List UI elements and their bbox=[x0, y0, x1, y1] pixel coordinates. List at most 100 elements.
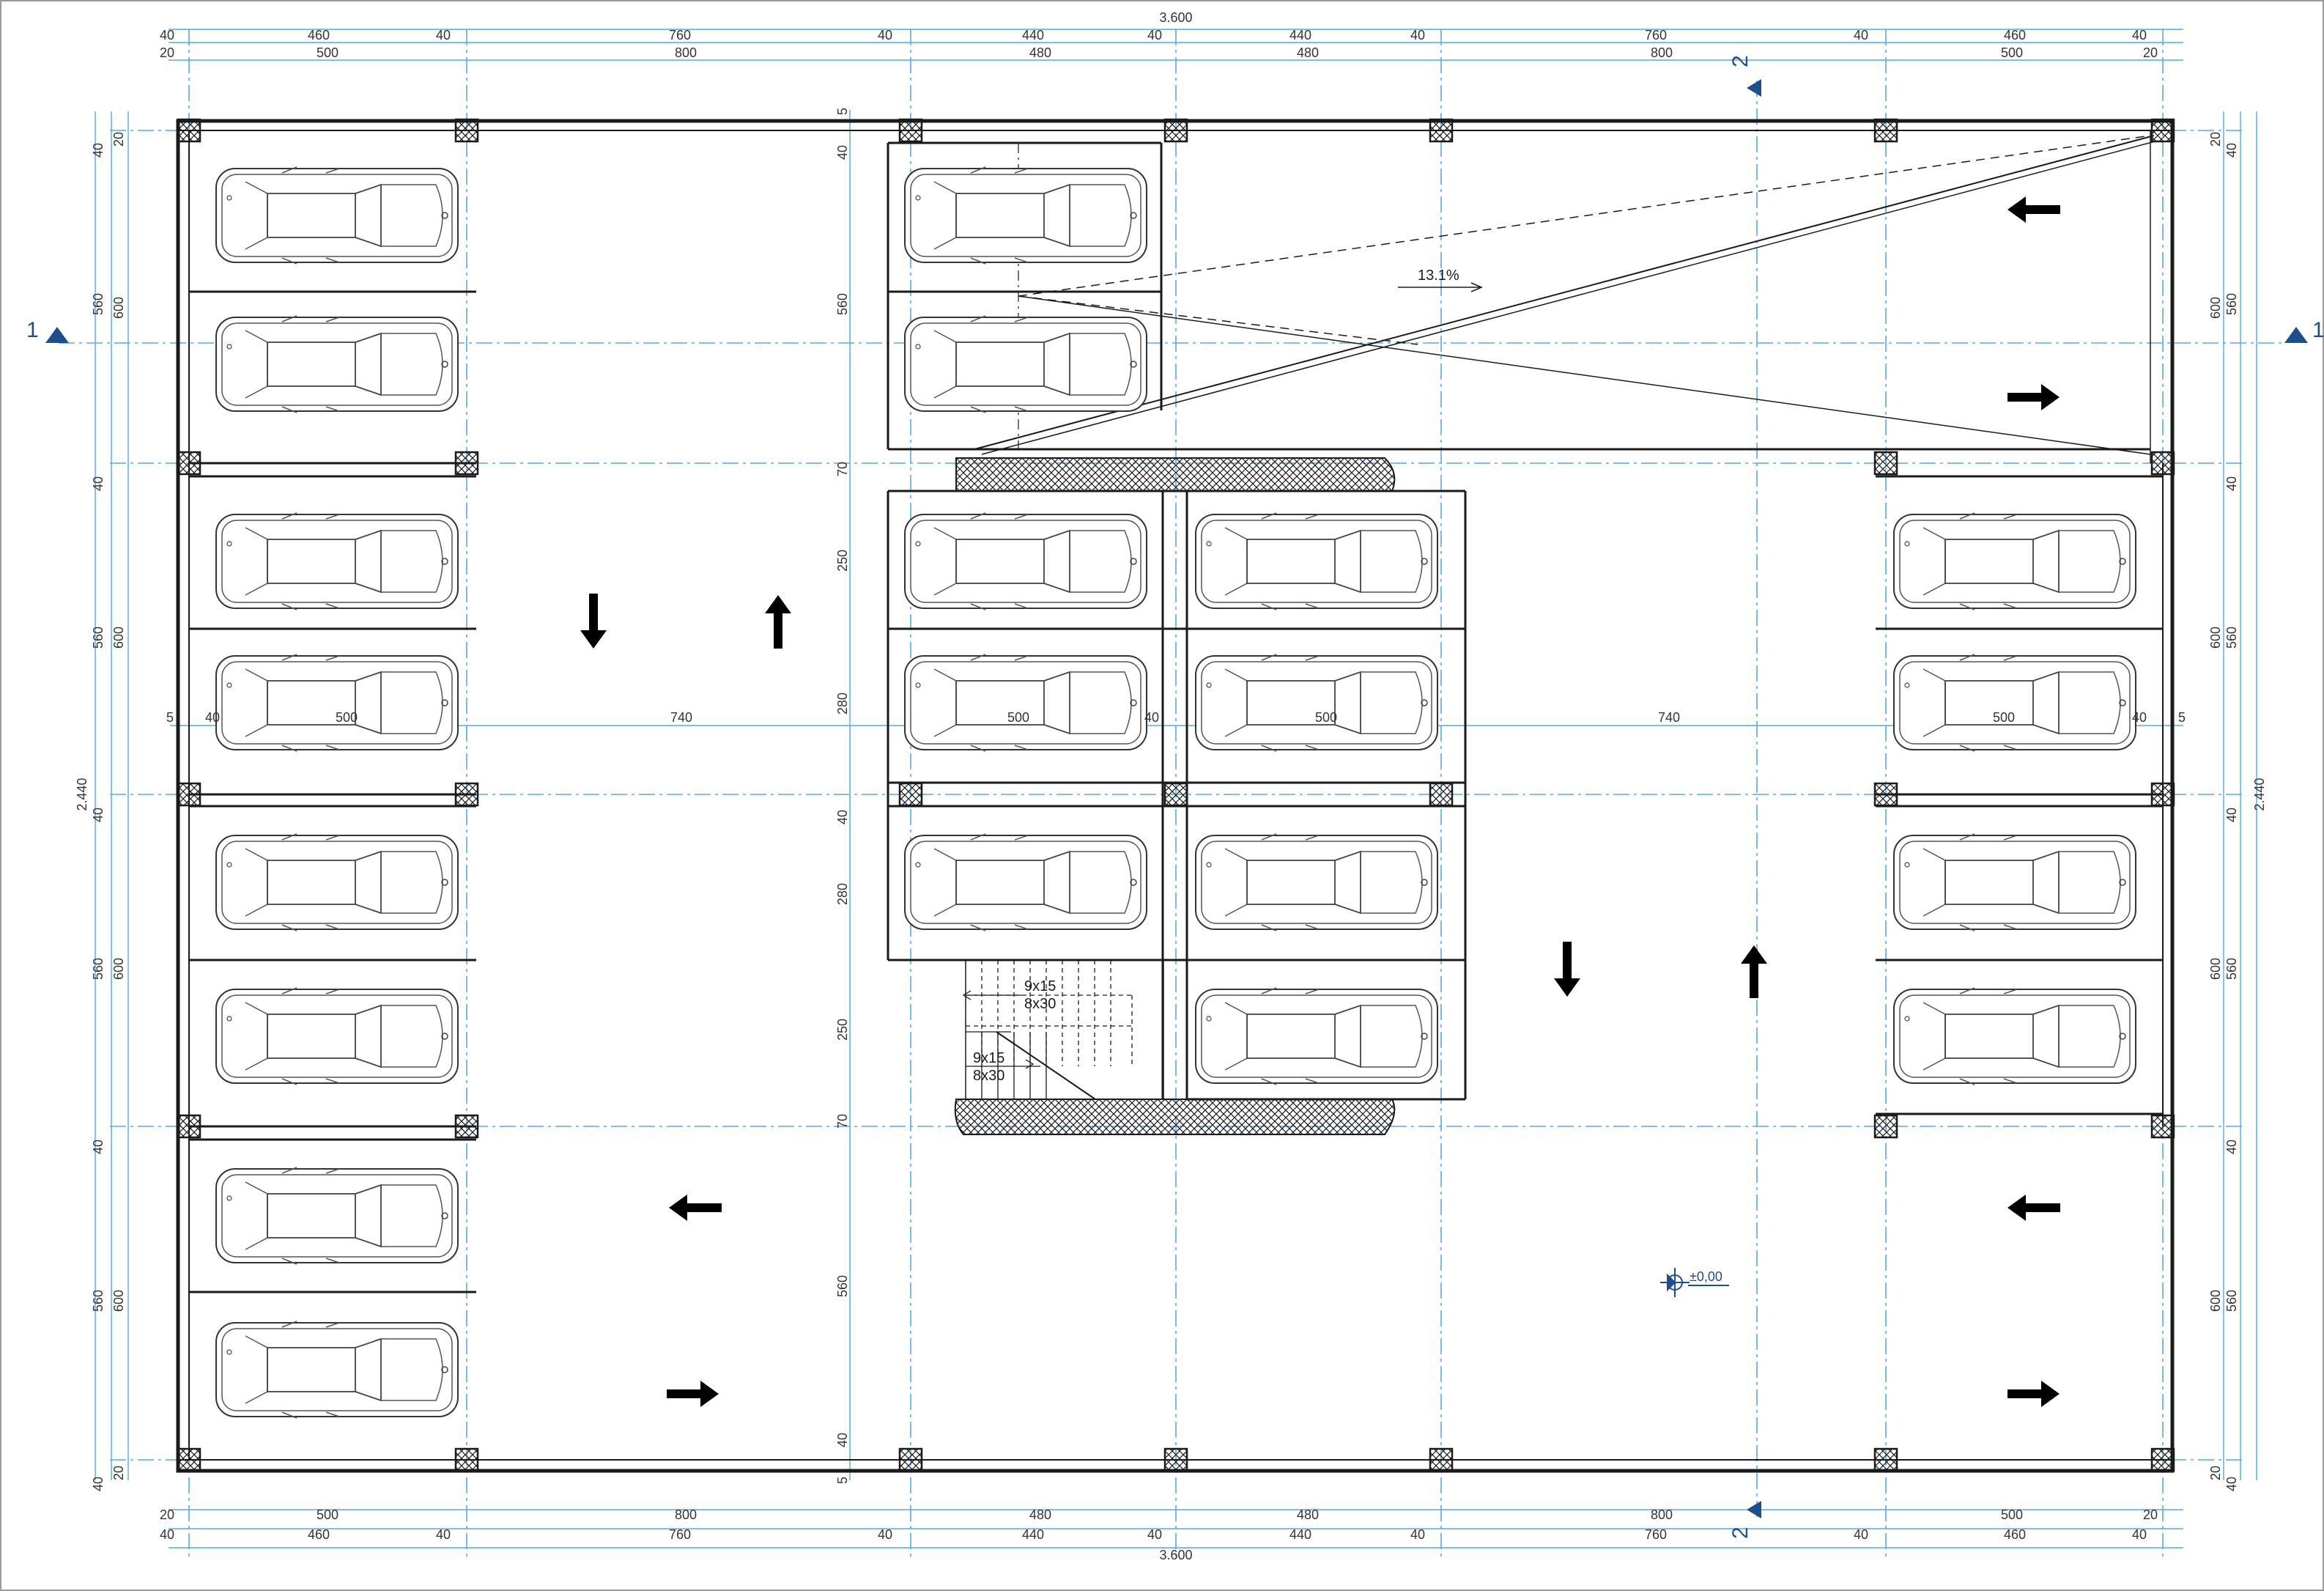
dim-mid-horizontal: 5 bbox=[166, 710, 174, 725]
section-marker-icon bbox=[1747, 79, 1761, 97]
car-icon bbox=[1893, 987, 2136, 1085]
dim-mid-horizontal: 740 bbox=[670, 710, 692, 725]
stair-label-lower-treads: 8x30 bbox=[973, 1068, 1004, 1084]
dim-mid-vertical: 5 bbox=[835, 1477, 850, 1484]
dim-left-inner: 600 bbox=[111, 1290, 126, 1312]
car-icon bbox=[1195, 987, 1438, 1085]
arrow-down-icon bbox=[580, 594, 607, 649]
car-icon bbox=[1195, 512, 1438, 610]
dim-bottom-row1: 480 bbox=[1029, 1507, 1051, 1522]
columns bbox=[177, 118, 2175, 1472]
dim-mid-horizontal: 500 bbox=[1993, 710, 2015, 725]
dim-bottom-row1: 800 bbox=[675, 1507, 697, 1522]
car-icon bbox=[1195, 654, 1438, 752]
dim-top-row1: 40 bbox=[1854, 28, 1868, 43]
section-2-label-bottom: 2 bbox=[1728, 1527, 1753, 1539]
dim-right-outer: 40 bbox=[2224, 1477, 2239, 1491]
dim-left-inner: 600 bbox=[111, 627, 126, 649]
dim-bottom-row2: 760 bbox=[669, 1527, 691, 1542]
dim-right-inner: 20 bbox=[2208, 132, 2223, 147]
arrow-left-icon bbox=[2007, 196, 2060, 223]
dim-mid-horizontal: 500 bbox=[1315, 710, 1337, 725]
dim-mid-vertical: 40 bbox=[835, 1433, 850, 1447]
level-marker-icon bbox=[1660, 1268, 1729, 1297]
dim-top-row2: 500 bbox=[317, 45, 338, 60]
arrow-right-icon bbox=[2007, 384, 2060, 410]
car-icon bbox=[904, 315, 1147, 413]
dim-top-row2: 500 bbox=[2001, 45, 2023, 60]
dim-mid-horizontal: 500 bbox=[1007, 710, 1029, 725]
dim-mid-horizontal: 500 bbox=[336, 710, 358, 725]
arrow-right-icon bbox=[2007, 1381, 2060, 1407]
car-icon bbox=[1893, 833, 2136, 931]
car-icon bbox=[215, 1321, 459, 1419]
dim-left-inner: 20 bbox=[111, 132, 126, 147]
dim-mid-vertical: 560 bbox=[835, 293, 850, 315]
stair-label-upper-treads: 8x30 bbox=[1024, 996, 1056, 1012]
section-marker-icon bbox=[1747, 1501, 1761, 1518]
dim-top-row1: 440 bbox=[1289, 28, 1311, 43]
dim-top-row2: 20 bbox=[2143, 45, 2158, 60]
dim-right-inner: 600 bbox=[2208, 1290, 2223, 1312]
dim-bottom-row2: 40 bbox=[1410, 1527, 1425, 1542]
dim-mid-vertical: 5 bbox=[835, 108, 850, 115]
dim-left-inner: 20 bbox=[111, 1466, 126, 1480]
dim-top-row2: 480 bbox=[1029, 45, 1051, 60]
dim-top-row1: 440 bbox=[1022, 28, 1044, 43]
car-icon bbox=[1195, 833, 1438, 931]
dim-mid-vertical: 280 bbox=[835, 693, 850, 715]
dim-mid-vertical: 70 bbox=[835, 1114, 850, 1129]
dim-right-outer: 40 bbox=[2224, 808, 2239, 822]
dim-bottom-row1: 480 bbox=[1297, 1507, 1319, 1522]
dim-left-outer: 40 bbox=[91, 476, 106, 491]
dim-top-row2: 20 bbox=[160, 45, 174, 60]
dim-right-outer: 40 bbox=[2224, 476, 2239, 491]
car-icon bbox=[215, 987, 459, 1085]
section-marker-icon bbox=[45, 327, 69, 343]
dim-bottom-row1: 500 bbox=[2001, 1507, 2023, 1522]
car-icon bbox=[1893, 654, 2136, 752]
arrow-up-icon bbox=[765, 595, 791, 649]
dim-bottom-row2: 440 bbox=[1022, 1527, 1044, 1542]
dim-mid-vertical: 250 bbox=[835, 550, 850, 572]
dim-top-total: 3.600 bbox=[1159, 10, 1192, 25]
dim-top-row1: 40 bbox=[1410, 28, 1425, 43]
dim-top-row1: 40 bbox=[2132, 28, 2147, 43]
arrow-up-icon bbox=[1741, 945, 1767, 998]
direction-arrows bbox=[580, 196, 2060, 1407]
car-icon bbox=[904, 166, 1147, 265]
dim-left-outer: 40 bbox=[91, 1140, 106, 1154]
dim-top-row1: 460 bbox=[308, 28, 330, 43]
section-1-label-left: 1 bbox=[26, 318, 39, 342]
dim-bottom-row2: 40 bbox=[1147, 1527, 1162, 1542]
dim-right-outer: 560 bbox=[2224, 293, 2239, 315]
ramp bbox=[974, 135, 2158, 455]
dim-mid-vertical: 40 bbox=[835, 145, 850, 160]
car-icon bbox=[1893, 512, 2136, 610]
level-label: ±0,00 bbox=[1690, 1269, 1722, 1284]
dim-right-outer: 40 bbox=[2224, 143, 2239, 158]
stair-labels: 9x15 8x30 9x15 8x30 bbox=[973, 978, 1056, 1084]
dim-mid-horizontal: 5 bbox=[2178, 710, 2186, 725]
dim-top-row1: 40 bbox=[878, 28, 892, 43]
dim-bottom-row2: 40 bbox=[2132, 1527, 2147, 1542]
dim-top-row2: 800 bbox=[1651, 45, 1673, 60]
dim-bottom-row1: 800 bbox=[1651, 1507, 1673, 1522]
dim-mid-horizontal: 40 bbox=[205, 710, 220, 725]
dim-right-total: 2.440 bbox=[2252, 778, 2267, 811]
dim-bottom-row2: 40 bbox=[878, 1527, 892, 1542]
dim-bottom-row1: 20 bbox=[160, 1507, 174, 1522]
dim-bottom-row2: 460 bbox=[2004, 1527, 2026, 1542]
dim-top-row1: 460 bbox=[2004, 28, 2026, 43]
dim-mid-vertical: 280 bbox=[835, 883, 850, 905]
dim-left-outer: 560 bbox=[91, 627, 106, 649]
dim-bottom-row2: 760 bbox=[1645, 1527, 1667, 1542]
stair-label-upper-risers: 9x15 bbox=[1024, 978, 1056, 994]
section-1-label-right: 1 bbox=[2312, 318, 2324, 342]
car-icon bbox=[904, 833, 1147, 931]
dimension-lines bbox=[95, 29, 2257, 1548]
arrow-right-icon bbox=[667, 1381, 719, 1407]
dim-left-inner: 600 bbox=[111, 958, 126, 980]
dim-top-row1: 40 bbox=[436, 28, 451, 43]
